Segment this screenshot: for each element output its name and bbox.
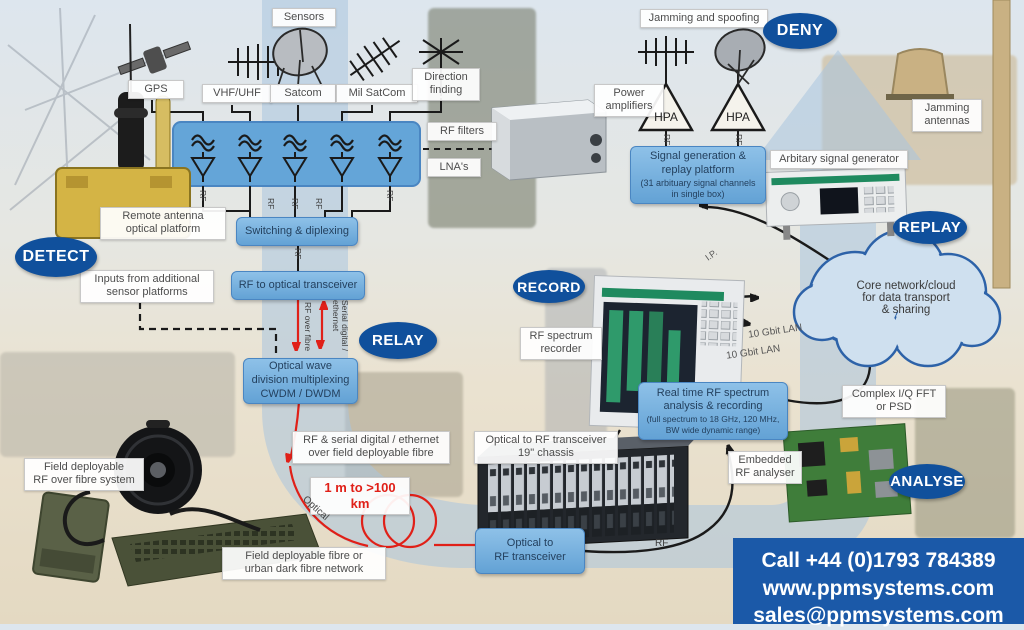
jamming-spoofing-label: Jamming and spoofing [640,9,768,29]
sensors-label: Sensors [272,8,336,28]
additional-sensors-dashed-line [138,302,278,356]
rf-port-label-3: RF [290,198,300,210]
realtime-analysis-box: Real time RF spectrum analysis & recordi… [638,382,788,440]
rf-port-label-switch: RF [293,248,303,260]
hpa2-label: HPA [726,110,750,124]
contact-panel: Call +44 (0)1793 784389 www.ppmsystems.c… [733,538,1024,627]
signal-generation-main: Signal generation & replay platform [649,150,746,176]
rf-output-label: RF [655,538,669,549]
realtime-analysis-main: Real time RF spectrum analysis & recordi… [656,386,770,413]
serial-ethernet-label: Serial digital / ethernet [330,300,350,352]
rf-port-label-hpa2: RF [734,134,744,146]
contact-phone: Call +44 (0)1793 784389 [761,549,996,572]
lnas-label: LNA's [427,158,481,178]
chassis-label: Optical to RF transceiver 19" chassis [474,431,618,464]
gps-satellite-icon [117,41,192,76]
jamming-dish-antenna-icon [714,28,766,85]
rf-filters-label: RF filters [427,122,497,142]
antenna-feed-lines [151,98,442,122]
relay-badge: RELAY [359,322,437,359]
rf-port-label-2: RF [266,198,276,210]
rf-port-label-4: RF [314,198,324,210]
signal-generation-sub: (31 arbituary signal channels in single … [640,177,756,199]
complex-iq-label: Complex I/Q FFT or PSD [842,385,946,418]
switching-diplexing-box: Switching & diplexing [236,217,358,246]
rf-spectrum-recorder-label: RF spectrum recorder [520,327,602,360]
realtime-analysis-sub: (full spectrum to 18 GHz, 120 MHz, BW wi… [646,414,780,435]
field-rf-fibre-label: Field deployable RF over fibre system [24,458,144,491]
mil-satcom-antenna-icon [349,37,401,82]
rf-over-fibre-label: RF over fibre [303,302,313,352]
filter-output-lines [202,186,391,271]
power-amplifiers-label: Power amplifiers [594,84,664,117]
analyse-badge: ANALYSE [889,464,965,499]
contact-website[interactable]: www.ppmsystems.com [762,576,995,600]
vhf-uhf-label: VHF/UHF [202,84,272,104]
hpa-connection-lines [665,60,739,148]
jamming-dome-antenna-photo [890,48,950,97]
jamming-antennas-label: Jamming antennas [912,99,982,132]
fibre-reel-photo [114,420,202,514]
rf-port-label-hpa1: RF [662,134,672,146]
background-photo-truck-left [0,352,235,457]
hpa1-label: HPA [654,110,678,124]
contact-email[interactable]: sales@ppmsystems.com [753,604,1004,628]
core-network-cloud [792,228,1002,368]
rf-filter-lna-bank [172,121,421,187]
rf-port-label-5: RF [385,190,395,202]
remote-antenna-label: Remote antenna optical platform [100,207,226,240]
replay-badge: REPLAY [893,211,967,244]
rf-module-photo [491,99,607,181]
cloud-label: Core network/cloud for data transport & … [856,280,956,316]
satcom-label: Satcom [270,84,336,104]
distance-label: 1 m to >100 km [310,477,410,515]
embedded-analyser-pcb-photo [782,423,912,523]
rf-to-optical-box: RF to optical transceiver [231,271,365,300]
fibre-link-label: RF & serial digital / ethernet over fiel… [292,431,450,464]
fibre-cable-photo [62,490,261,547]
embedded-analyser-label: Embedded RF analyser [728,451,802,484]
direction-finding-label: Direction finding [412,68,480,101]
jamming-yagi-antenna-icon [638,36,694,68]
deny-badge: DENY [763,13,837,49]
inputs-additional-label: Inputs from additional sensor platforms [80,270,214,303]
jamming-pole-antenna-photo [992,0,1011,289]
record-badge: RECORD [513,270,585,303]
signal-generation-box: Signal generation & replay platform (31 … [630,146,766,204]
rf-port-label-1: RF [198,190,208,202]
field-fibre-network-label: Field deployable fibre or urban dark fib… [222,547,386,580]
mil-satcom-label: Mil SatCom [336,84,418,104]
jamming-dome-base [886,94,954,100]
owdm-box: Optical wave division multiplexing CWDM … [243,358,358,404]
satcom-dish-icon [272,27,328,87]
detect-badge: DETECT [15,237,97,277]
gps-label: GPS [128,80,184,100]
lna-symbols [190,152,403,182]
arb-sig-gen-label: Arbitary signal generator [770,150,908,170]
filter-symbols [191,134,402,152]
optical-to-rf-box: Optical to RF transceiver [475,528,585,574]
signal-generator-photo [764,167,908,240]
